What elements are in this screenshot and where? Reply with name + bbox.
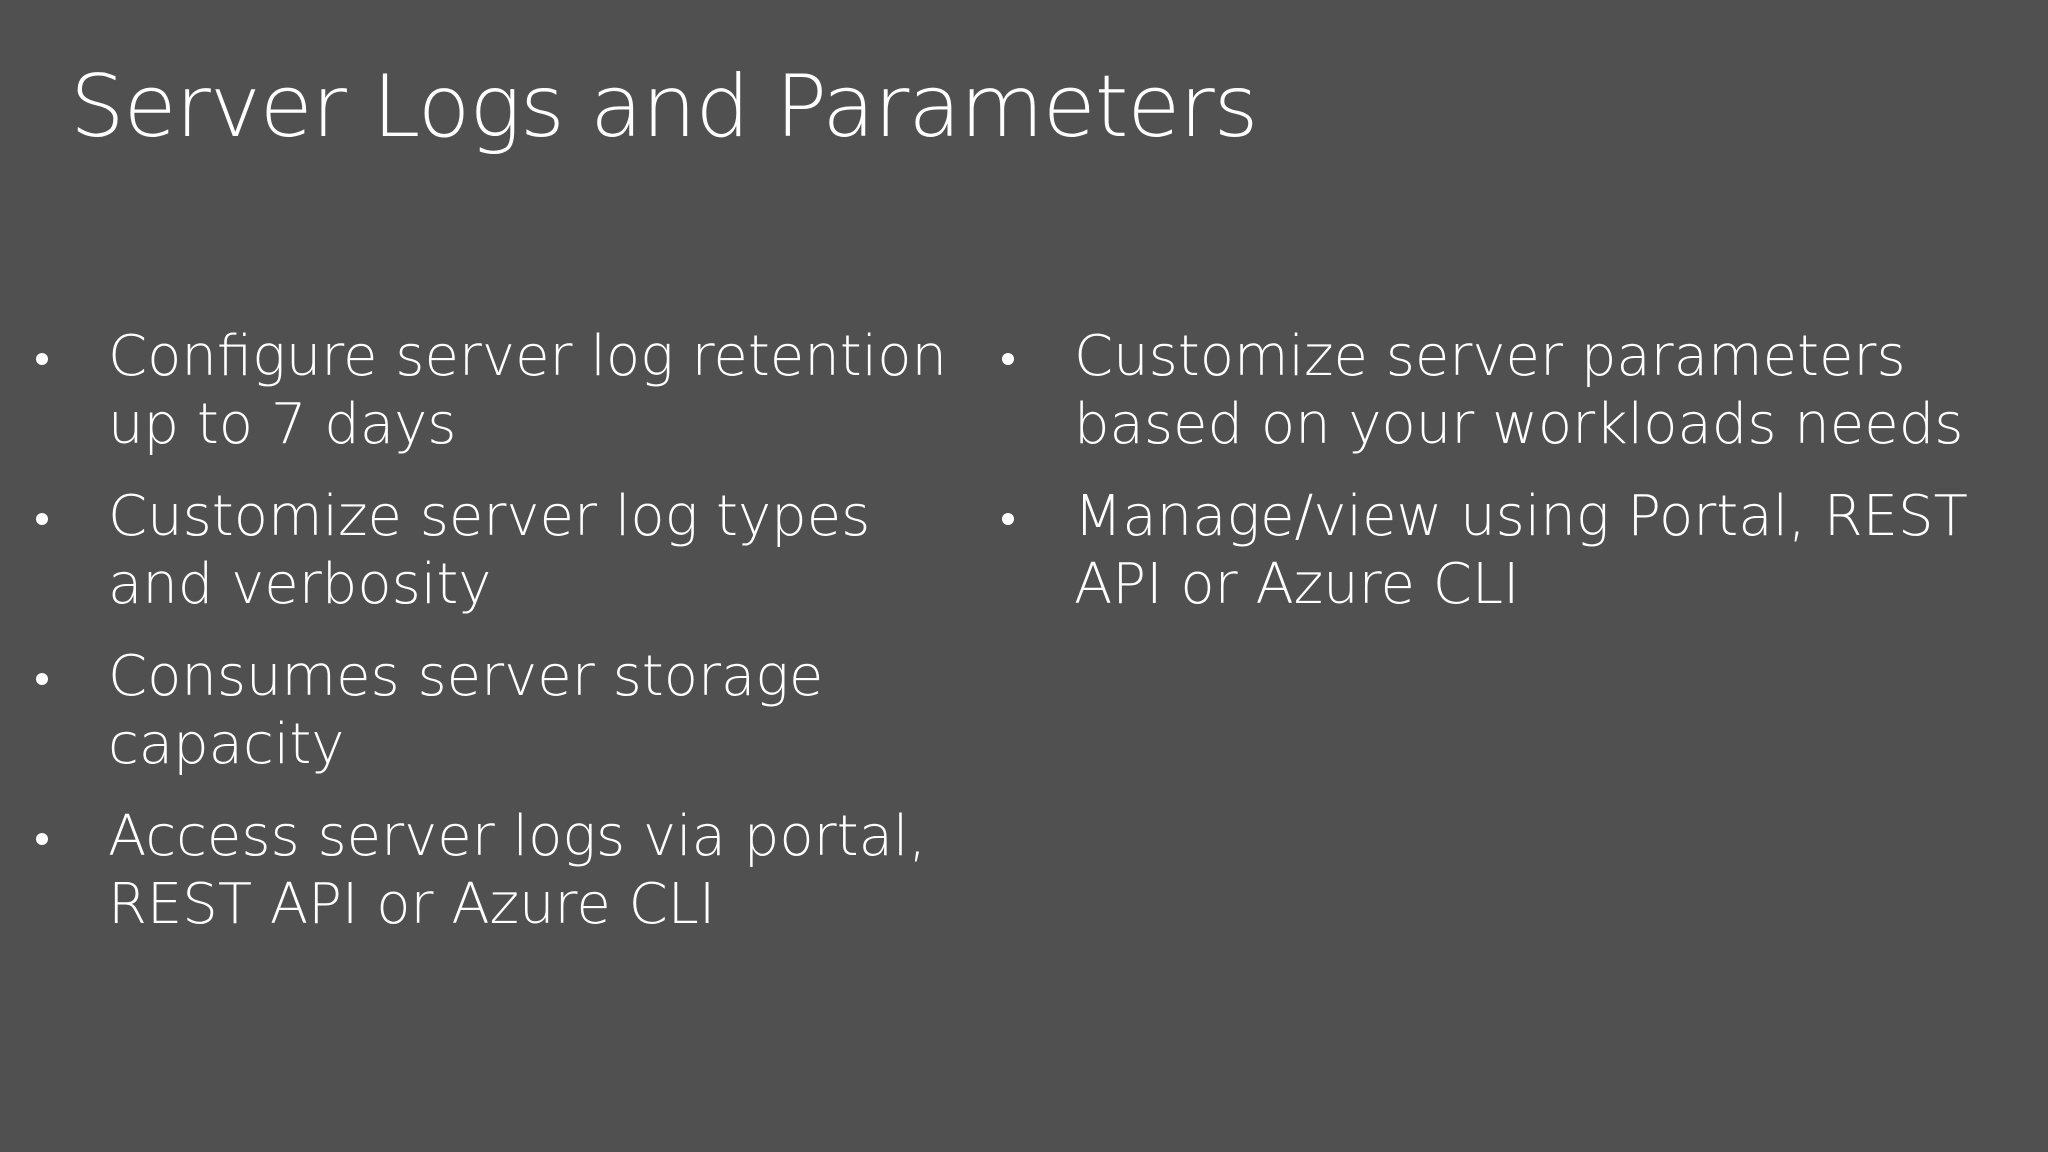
bullet-dot-icon (36, 513, 48, 525)
left-bullet-item-3: Consumes server storage capacity (30, 643, 960, 779)
bullet-text: Configure server log retention up to 7 d… (108, 324, 947, 457)
left-bullet-list: Configure server log retention up to 7 d… (30, 323, 960, 963)
bullet-dot-icon (36, 353, 48, 365)
bullet-text: Consumes server storage capacity (108, 644, 824, 777)
right-bullet-item-1: Customize server parameters based on you… (996, 323, 1996, 459)
bullet-dot-icon (1002, 353, 1014, 365)
right-bullet-item-2: Manage/view using Portal, REST API or Az… (996, 483, 1996, 619)
bullet-text: Manage/view using Portal, REST API or Az… (1074, 484, 1968, 617)
bullet-dot-icon (1002, 513, 1014, 525)
bullet-dot-icon (36, 673, 48, 685)
left-bullet-item-1: Configure server log retention up to 7 d… (30, 323, 960, 459)
left-bullet-item-4: Access server logs via portal, REST API … (30, 803, 960, 939)
bullet-text: Customize server log types and verbosity (108, 484, 871, 617)
bullet-text: Customize server parameters based on you… (1074, 324, 1964, 457)
slide-title: Server Logs and Parameters (70, 57, 1258, 157)
bullet-dot-icon (36, 833, 48, 845)
right-bullet-list: Customize server parameters based on you… (996, 323, 1996, 643)
left-bullet-item-2: Customize server log types and verbosity (30, 483, 960, 619)
bullet-text: Access server logs via portal, REST API … (108, 804, 927, 937)
